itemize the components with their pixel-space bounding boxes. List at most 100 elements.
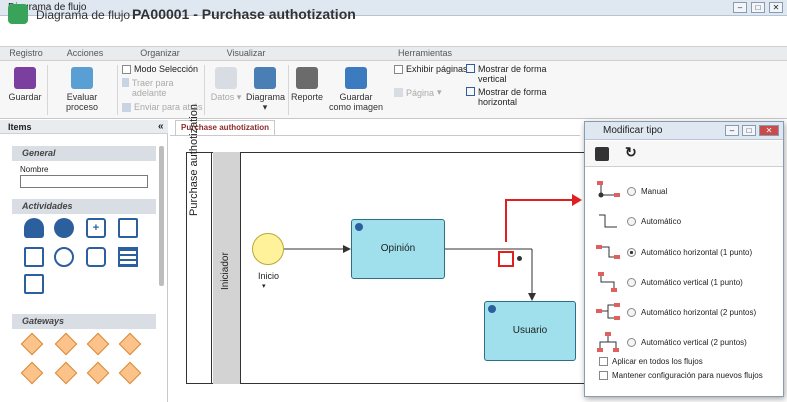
option-auto-vert-2-label: Automático vertical (2 puntos) [641,337,747,347]
connector-vertical-2-icon [597,332,619,352]
connector-manual-icon [597,181,620,198]
table-icon[interactable] [118,247,138,267]
nombre-input[interactable] [20,175,148,188]
gear-icon[interactable] [54,218,74,238]
evaluar-label: Evaluar proceso [65,92,99,112]
tab-purchase-authotization[interactable]: Purchase authotization [175,120,275,135]
guardar-label: Guardar [8,92,42,102]
open-envelope-icon[interactable] [24,247,44,267]
mantener-config-checkbox[interactable]: Mantener configuración para nuevos flujo… [599,371,763,380]
radio-auto-horiz-2[interactable] [627,307,636,317]
refresh-icon[interactable]: ↻ [625,144,637,160]
connector-vertical-1-icon [598,272,617,292]
lane[interactable] [213,152,241,384]
message-icon[interactable] [54,247,74,267]
reporte-label: Reporte [290,92,324,102]
mostrar-vertical-button[interactable]: Mostrar de forma vertical [466,64,550,84]
mostrar-horizontal-button[interactable]: Mostrar de forma horizontal [466,87,550,107]
option-auto-vert-2[interactable]: Automático vertical (2 puntos) [595,331,780,353]
connector-handle-icon[interactable] [498,251,514,267]
dialog-minimize-button[interactable]: – [725,125,739,136]
maximize-button[interactable]: □ [751,2,765,13]
diagram-icon [254,67,276,89]
dialog-title: Modificar tipo [603,125,663,136]
page-icon [394,88,403,97]
option-automatico[interactable]: Automático [595,210,780,232]
group-organizar: Organizar [140,48,180,58]
traer-label: Traer para adelante [131,78,174,98]
section-actividades[interactable]: Actividades [12,199,156,214]
reporte-button[interactable]: Reporte [290,67,324,102]
dialog-close-button[interactable]: ✕ [759,125,779,136]
radio-auto-horiz-1[interactable] [627,247,636,257]
printer-icon [296,67,318,89]
task-opinion-label: Opinión [380,243,416,254]
traer-adelante-button[interactable]: Traer para adelante [122,78,192,98]
radio-automatico[interactable] [627,216,636,226]
hand-icon[interactable] [86,247,106,267]
window-controls: – □ ✕ [733,2,783,13]
user-task-icon[interactable] [24,218,44,238]
modo-seleccion-checkbox[interactable]: Modo Selección [122,64,198,74]
guardar-button[interactable]: Guardar [6,67,44,102]
diagrama-button[interactable]: Diagrama▾ [246,67,286,112]
modificar-tipo-dialog: Modificar tipo – □ ✕ ↻ Manual Automático… [584,121,784,397]
guardar-imagen-label: Guardar como imagen [328,92,384,112]
option-manual-label: Manual [641,186,668,196]
enviar-label: Enviar para atrás [134,102,203,112]
option-auto-horiz-2[interactable]: Automático horizontal (2 puntos) [595,301,780,323]
minimize-button[interactable]: – [733,2,747,13]
collapse-panel-icon[interactable]: « [158,121,164,132]
option-automatico-label: Automático [641,216,682,226]
datos-button[interactable]: Datos ▾ [208,67,244,102]
radio-manual[interactable] [627,186,636,196]
task-usuario[interactable]: Usuario [484,301,576,361]
envelope-icon[interactable] [118,218,138,238]
close-button[interactable]: ✕ [769,2,783,13]
panel-scrollbar[interactable] [159,146,164,286]
aplicar-todos-checkbox[interactable]: Aplicar en todos los flujos [599,357,703,366]
pagina-dropdown[interactable]: Página ▾ [394,87,442,98]
save-image-icon [345,67,367,89]
highlight-arrow [505,199,576,242]
connector-horizontal-2-icon [596,303,620,320]
page-title: PA00001 - Purchase authotization [132,6,356,22]
start-event[interactable] [252,233,284,265]
group-acciones: Acciones [66,48,104,58]
breadcrumb-separator: › [117,6,122,22]
dialog-toolbar: ↻ [585,141,783,167]
option-auto-horiz-1-label: Automático horizontal (1 punto) [641,247,753,257]
script-icon[interactable] [24,274,44,294]
connector-point[interactable] [517,256,522,261]
user-icon [488,305,496,313]
guardar-imagen-button[interactable]: Guardar como imagen [328,67,384,112]
dialog-maximize-button[interactable]: □ [742,125,756,136]
nombre-label: Nombre [20,165,49,174]
vertical-layout-icon [466,64,475,73]
radio-auto-vert-2[interactable] [627,337,636,347]
chevron-down-icon[interactable]: ▾ [262,283,266,290]
bring-forward-icon [122,78,129,87]
app-logo-icon [8,4,28,24]
enviar-atras-button[interactable]: Enviar para atrás [122,102,203,112]
start-event-label: Inicio [258,271,280,281]
section-gateways[interactable]: Gateways [12,314,156,329]
breadcrumb[interactable]: Diagrama de flujo [36,8,131,22]
option-auto-vert-1[interactable]: Automático vertical (1 punto) [595,271,780,293]
radio-auto-vert-1[interactable] [627,277,636,287]
diagrama-label: Diagrama [246,92,286,102]
checkbox-icon [599,371,608,380]
exhibir-paginas-checkbox[interactable]: Exhibir páginas [394,64,468,74]
aplicar-label: Aplicar en todos los flujos [612,357,703,366]
window-titlebar: Diagrama de flujo [0,0,787,16]
items-panel [0,120,168,402]
evaluar-proceso-button[interactable]: Evaluar proceso [50,67,114,112]
section-general[interactable]: General [12,146,156,161]
ribbon-toolbar: Guardar Evaluar proceso Modo Selección T… [0,61,787,119]
group-herramientas: Herramientas [397,48,453,58]
subprocess-icon[interactable]: + [86,218,106,238]
option-auto-horiz-1[interactable]: Automático horizontal (1 punto) [595,241,780,263]
save-icon[interactable] [595,147,609,161]
option-manual[interactable]: Manual [595,180,780,202]
task-opinion[interactable]: Opinión [351,219,445,279]
